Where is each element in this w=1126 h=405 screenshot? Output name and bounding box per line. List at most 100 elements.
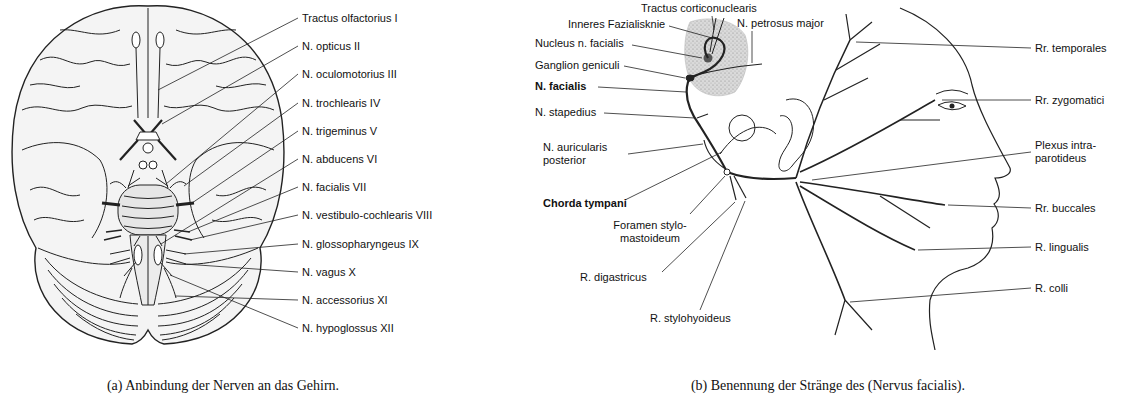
brain-illustration-part [176, 30, 236, 34]
brain-illustration-part [122, 196, 174, 229]
brain-illustration-part [170, 182, 186, 188]
brain-illustration-part [143, 143, 153, 153]
branch-label: R. colli [1035, 282, 1068, 295]
brain-illustration-part [164, 268, 176, 298]
brain-illustration-part [162, 314, 220, 340]
brain-illustration-part [118, 185, 178, 235]
leader-lines-part [628, 144, 703, 154]
facial-nerve-illustration-part [800, 186, 915, 250]
leader-lines-part [184, 264, 298, 272]
leader-lines-part [188, 187, 298, 232]
leader-lines-part [624, 66, 685, 78]
brain-illustration-part [34, 217, 84, 221]
brain-illustration-part [166, 248, 258, 264]
brain-illustration-part [45, 258, 138, 304]
brain-illustration-part [60, 30, 120, 34]
leader-lines-part [162, 46, 298, 124]
leader-lines-part [700, 201, 745, 310]
brain-illustration-part [30, 187, 80, 196]
leader-lines-part [170, 275, 298, 328]
leader-lines-part [632, 45, 702, 58]
brain-illustration-part [38, 248, 130, 264]
brain-illustration-part [148, 236, 149, 305]
leader-lines-part [712, 16, 714, 30]
facial-nerve-illustration-part [800, 182, 945, 205]
brain-illustration-part [106, 230, 122, 232]
facial-nerve-illustration-part [900, 119, 940, 120]
brain-illustration-part [76, 314, 134, 340]
brain-illustration-part [156, 32, 164, 48]
leader-lines-part [690, 176, 725, 214]
nerve-label: Tractus olfactorius I [302, 12, 398, 25]
branch-label: Ganglion geniculi [535, 59, 619, 72]
nerve-label: N. vestibulo-cochlearis VIII [302, 209, 432, 222]
brain-illustration-part [120, 140, 176, 160]
leader-lines-part [158, 18, 298, 90]
facial-nerve-illustration-part [734, 176, 746, 198]
brain-illustration-part [30, 84, 80, 88]
branch-label: Rr. zygomatici [1035, 94, 1104, 107]
facial-nerve-illustration-part [936, 90, 968, 94]
brain-illustration-part [110, 250, 130, 254]
facial-nerve-illustration-part [704, 140, 724, 168]
nerve-label: N. abducens VI [302, 153, 377, 166]
brain-illustration-part [216, 84, 266, 88]
nerve-label: N. accessorius XI [302, 294, 388, 307]
leader-lines-part [161, 159, 298, 244]
nerve-label: N. hypoglossus XII [302, 322, 394, 335]
caption: (b) Benennung der Stränge des (Nervus fa… [691, 377, 965, 394]
nerve-label: N. oculomotorius III [302, 68, 397, 81]
nerve-label: N. glossopharyngeus IX [302, 238, 419, 251]
nerve-label: N. trochlearis IV [302, 97, 380, 110]
nerve-label: N. vagus X [302, 266, 356, 279]
brain-illustration-part [139, 161, 147, 169]
leader-lines-part [184, 244, 298, 254]
nerve-label: N. opticus II [302, 40, 360, 53]
brain-illustration-part [166, 57, 256, 65]
facial-nerve-illustration-part [835, 300, 872, 335]
brain-illustration-part [158, 48, 160, 118]
branch-label: Chorda tympani [543, 197, 627, 210]
leader-lines-part [166, 74, 298, 184]
facial-nerve-illustration-part [685, 19, 748, 96]
facial-nerve-illustration-part [724, 169, 730, 175]
leader-lines-part [812, 152, 1031, 180]
brain-illustration-part [22, 143, 107, 238]
facial-nerve-illustration-part [900, 8, 1010, 350]
facial-nerve-illustration-part [796, 182, 845, 300]
leader-lines [598, 16, 1031, 310]
nerve-label: N. facialis VII [302, 181, 366, 194]
branch-label: Nucleus n. facialis [535, 37, 624, 50]
caption: (a) Anbindung der Nerven an das Gehirn. [107, 377, 339, 394]
facial-nerve-illustration-part [796, 40, 850, 178]
branch-label: N. stapedius [535, 106, 596, 119]
leader-lines-part [669, 26, 712, 38]
leader-lines-part [176, 296, 298, 300]
facial-nerve-illustration-part [779, 99, 814, 171]
brain-illustration-part [54, 284, 138, 326]
facial-nerve-illustration-part [712, 18, 724, 54]
leader-lines-part [598, 87, 686, 92]
brain-illustration-part [104, 236, 121, 240]
facial-nerve-illustration-part [880, 196, 930, 228]
brain-illustration-part [136, 48, 138, 118]
leader-lines-part [625, 152, 722, 200]
facial-nerve-illustration-part [800, 100, 935, 172]
brain-illustration-part [156, 178, 168, 186]
brain-illustration-part [149, 161, 157, 169]
facial-nerve-illustration-part [692, 64, 762, 76]
leader-lines-part [948, 205, 1031, 208]
brain-illustration-part [22, 105, 132, 111]
branch-label: Rr. buccales [1035, 202, 1096, 215]
facial-nerve-illustration-part [938, 102, 966, 110]
branch-label: Tractus corticonuclearis [641, 2, 757, 15]
branch-label: Plexus intra- parotideus [1035, 139, 1109, 165]
brain-illustration [12, 6, 284, 344]
brain-illustration-part [130, 235, 166, 305]
leader-lines-part [850, 288, 1031, 302]
branch-label: Inneres Fazialisknie [568, 18, 665, 31]
brain-illustration-part [124, 262, 136, 276]
brain-illustration-part [134, 236, 140, 246]
brain-illustration-part [132, 32, 140, 48]
